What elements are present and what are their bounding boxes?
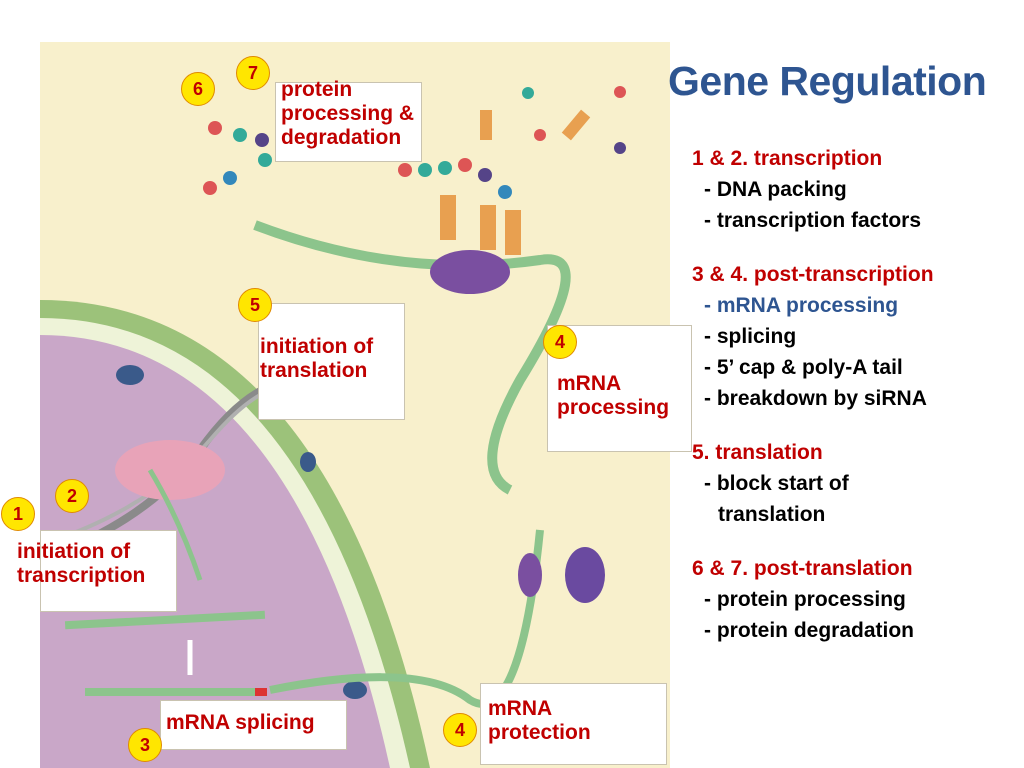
list-item: - mRNA processing	[704, 294, 899, 317]
step-badge-6: 6	[181, 72, 215, 106]
label-line: mRNA	[557, 372, 622, 395]
list-item: - protein degradation	[704, 619, 914, 642]
step-badge-3: 3	[128, 728, 162, 762]
section-transcription: 1 & 2. transcription - DNA packing - tra…	[692, 143, 921, 236]
label-box-protein-processing	[275, 82, 422, 162]
section-post-translation: 6 & 7. post-translation - protein proces…	[692, 553, 914, 646]
step-badge-1: 1	[1, 497, 35, 531]
section-heading: 6 & 7. post-translation	[692, 557, 913, 580]
label-line: transcription	[17, 564, 146, 587]
pre-mrna	[147, 468, 203, 581]
label-box-mrna-splicing	[160, 700, 347, 750]
list-item: translation	[718, 503, 826, 526]
label-initiation-transcription: initiation of transcription	[17, 540, 145, 588]
label-mrna-protection: mRNA protection	[488, 697, 591, 745]
list-item: - transcription factors	[704, 209, 922, 232]
mature-mrna	[85, 688, 265, 696]
list-item: - DNA packing	[704, 178, 847, 201]
label-line: mRNA	[488, 697, 553, 720]
label-line: translation	[260, 359, 368, 382]
label-box-initiation-transcription	[40, 530, 177, 612]
ribosome-subunit	[565, 547, 605, 603]
label-line: processing	[557, 396, 670, 419]
section-heading: 5. translation	[692, 441, 823, 464]
translating-mrna	[253, 220, 571, 495]
nuclear-pore	[343, 681, 367, 699]
ribosome-subunit	[518, 553, 542, 597]
label-line: initiation of	[17, 540, 131, 563]
label-mrna-splicing: mRNA splicing	[166, 711, 315, 734]
step-badge-4-protection: 4	[443, 713, 477, 747]
label-line: initiation of	[260, 335, 374, 358]
label-box-initiation-translation	[258, 303, 405, 420]
step-badge-4-processing: 4	[543, 325, 577, 359]
nuclear-pore	[116, 365, 144, 385]
label-mrna-processing: mRNA processing	[557, 372, 669, 420]
step-badge-2: 2	[55, 479, 89, 513]
polypeptide-chain	[203, 86, 626, 255]
label-protein-processing: protein processing & degradation	[281, 78, 414, 150]
label-line: protein	[281, 78, 353, 101]
list-item: - block start of	[704, 472, 849, 495]
section-post-transcription: 3 & 4. post-transcription - mRNA process…	[692, 259, 934, 414]
list-item: - splicing	[704, 325, 797, 348]
label-initiation-translation: initiation of translation	[260, 335, 373, 383]
label-line: protection	[488, 721, 591, 744]
list-item: - protein processing	[704, 588, 906, 611]
pre-mrna-strand	[64, 610, 266, 630]
section-heading: 1 & 2. transcription	[692, 147, 883, 170]
section-translation: 5. translation - block start of translat…	[692, 437, 849, 530]
list-item: - 5’ cap & poly-A tail	[704, 356, 903, 379]
list-item: - breakdown by siRNA	[704, 387, 927, 410]
slide-title: Gene Regulation	[668, 58, 987, 104]
cytoplasm-mrna	[269, 529, 544, 708]
poly-a-tail	[255, 688, 267, 696]
step-badge-7: 7	[236, 56, 270, 90]
label-line: degradation	[281, 126, 402, 149]
ribosome	[430, 250, 510, 294]
nucleus	[40, 335, 390, 768]
rna-polymerase	[115, 440, 225, 500]
section-heading: 3 & 4. post-transcription	[692, 263, 934, 286]
nuclear-pore	[300, 452, 316, 472]
label-box-mrna-protection	[480, 683, 667, 765]
step-badge-5: 5	[238, 288, 272, 322]
label-line: processing &	[281, 102, 415, 125]
